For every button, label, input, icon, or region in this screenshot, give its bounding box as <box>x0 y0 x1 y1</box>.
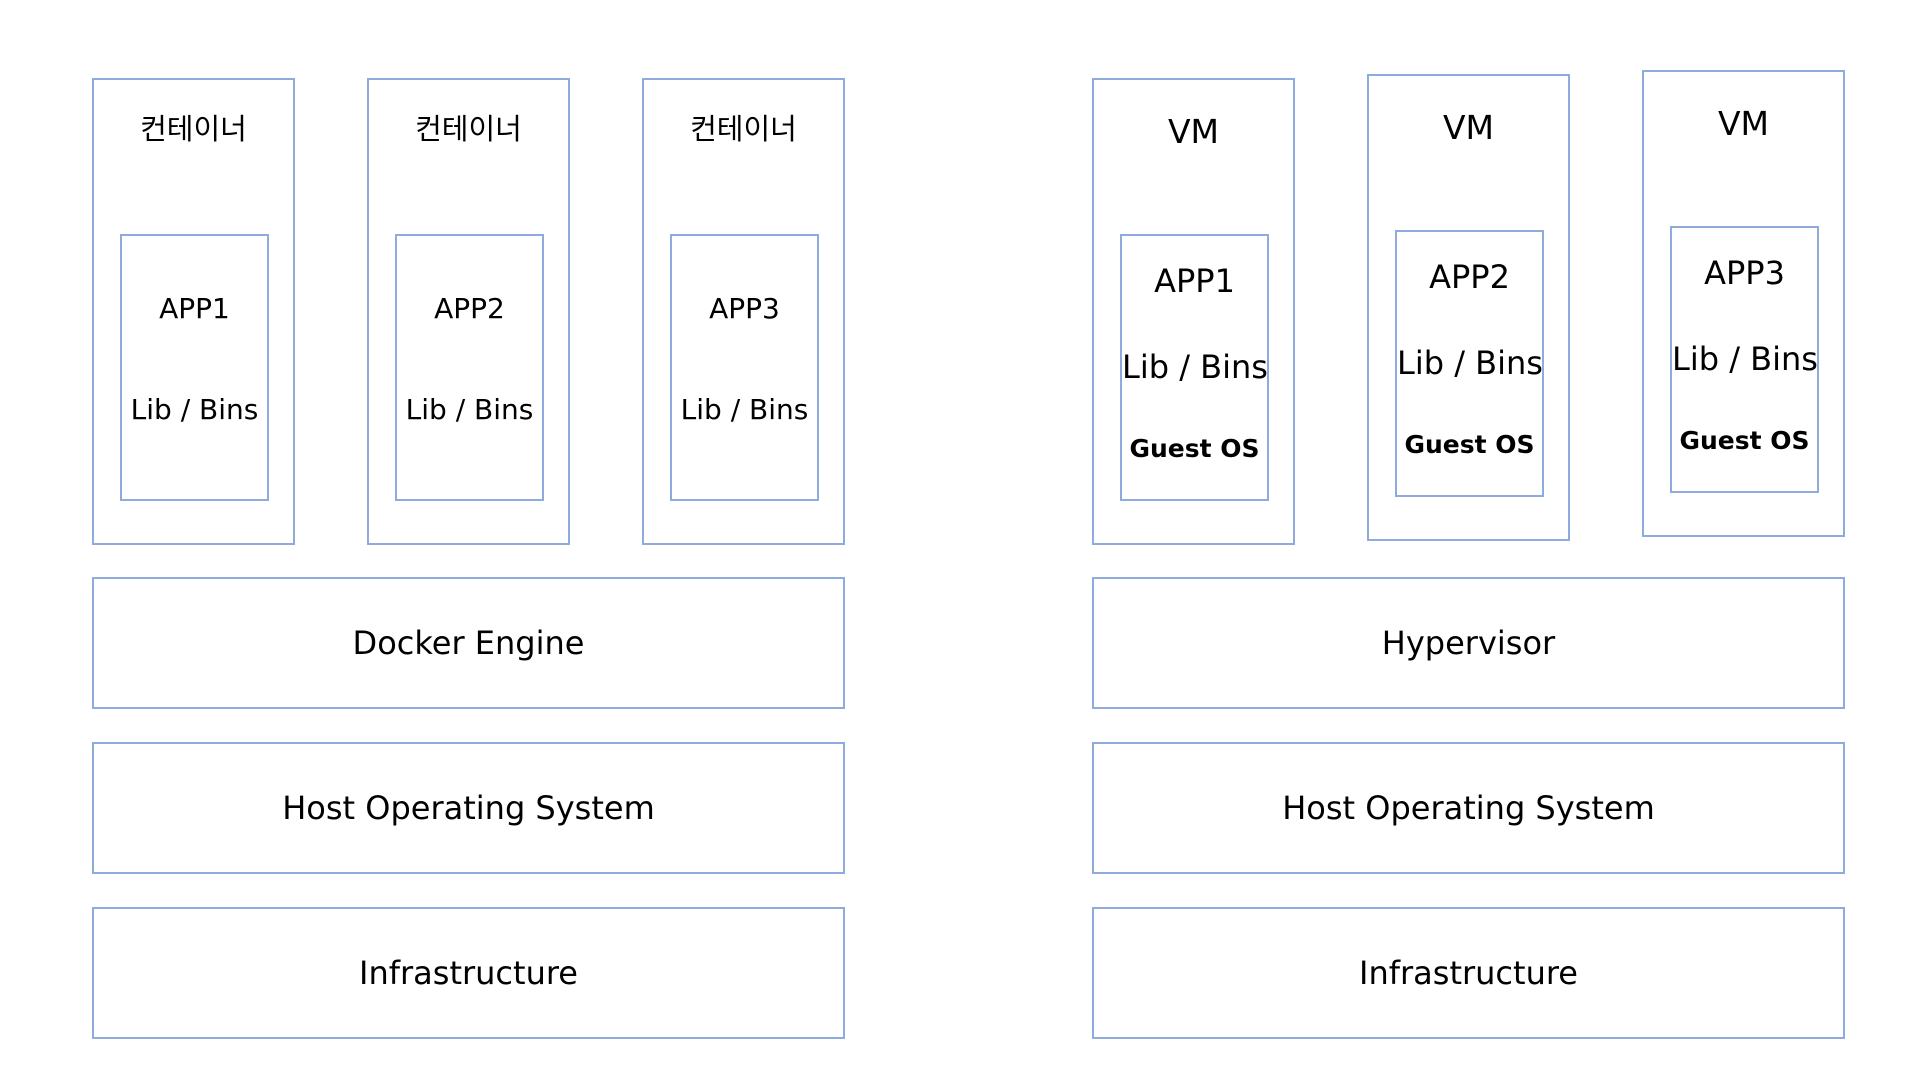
container-box: 컨테이너 APP1 Lib / Bins <box>92 78 295 545</box>
vm-box: VM APP2 Lib / Bins Guest OS <box>1367 74 1570 541</box>
host-os-layer: Host Operating System <box>92 742 845 874</box>
vm-title: VM <box>1442 108 1495 147</box>
vm-app-box: APP2 Lib / Bins Guest OS <box>1395 230 1544 497</box>
infrastructure-label: Infrastructure <box>359 954 578 992</box>
hypervisor-layer: Hypervisor <box>1092 577 1845 709</box>
lib-bins-label: Lib / Bins <box>1672 340 1818 378</box>
container-box: 컨테이너 APP3 Lib / Bins <box>642 78 845 545</box>
container-title: 컨테이너 <box>415 112 522 146</box>
guest-os-label: Guest OS <box>1129 434 1260 463</box>
lib-bins-label: Lib / Bins <box>130 393 259 426</box>
vm-app-box: APP3 Lib / Bins Guest OS <box>1670 226 1819 493</box>
app-label: APP1 <box>159 292 230 325</box>
infrastructure-label: Infrastructure <box>1359 954 1578 992</box>
host-os-label: Host Operating System <box>282 789 655 827</box>
vm-title: VM <box>1167 112 1220 151</box>
host-os-layer: Host Operating System <box>1092 742 1845 874</box>
hypervisor-label: Hypervisor <box>1381 624 1556 662</box>
app-label: APP3 <box>1704 254 1785 292</box>
guest-os-label: Guest OS <box>1404 430 1535 459</box>
docker-engine-label: Docker Engine <box>352 624 585 662</box>
container-box: 컨테이너 APP2 Lib / Bins <box>367 78 570 545</box>
app-label: APP2 <box>434 292 505 325</box>
vm-title: VM <box>1717 104 1770 143</box>
vm-box: VM APP3 Lib / Bins Guest OS <box>1642 70 1845 537</box>
vm-box: VM APP1 Lib / Bins Guest OS <box>1092 78 1295 545</box>
container-title: 컨테이너 <box>690 112 797 146</box>
lib-bins-label: Lib / Bins <box>680 393 809 426</box>
app-box: APP1 Lib / Bins <box>120 234 269 501</box>
container-title: 컨테이너 <box>140 112 247 146</box>
docker-engine-layer: Docker Engine <box>92 577 845 709</box>
lib-bins-label: Lib / Bins <box>405 393 534 426</box>
lib-bins-label: Lib / Bins <box>1397 344 1543 382</box>
infrastructure-layer: Infrastructure <box>1092 907 1845 1039</box>
app-box: APP2 Lib / Bins <box>395 234 544 501</box>
host-os-label: Host Operating System <box>1282 789 1655 827</box>
app-label: APP1 <box>1154 262 1235 300</box>
vm-app-box: APP1 Lib / Bins Guest OS <box>1120 234 1269 501</box>
infrastructure-layer: Infrastructure <box>92 907 845 1039</box>
guest-os-label: Guest OS <box>1679 426 1810 455</box>
app-box: APP3 Lib / Bins <box>670 234 819 501</box>
app-label: APP3 <box>709 292 780 325</box>
app-label: APP2 <box>1429 258 1510 296</box>
lib-bins-label: Lib / Bins <box>1122 348 1268 386</box>
